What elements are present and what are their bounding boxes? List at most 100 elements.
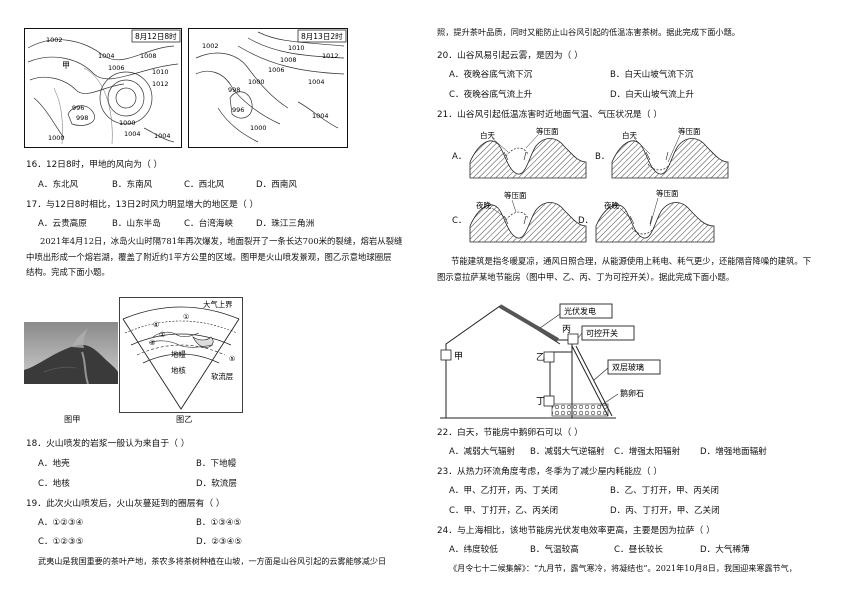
q16-option-b[interactable]: B．东南风 — [112, 180, 153, 190]
label-sphere-1: ① — [183, 313, 189, 321]
q18-option-b[interactable]: B．下地幔 — [196, 459, 237, 469]
valley-a-isobar-label: 等压面 — [536, 126, 559, 136]
q21-option-a[interactable]: A． — [452, 152, 467, 162]
valley-diagram-b[interactable]: 白天 等压面 — [610, 126, 730, 182]
q17-option-c[interactable]: C．台湾海峡 — [184, 219, 233, 229]
label-mantle: 地幔 — [171, 350, 186, 359]
map1-isobar-label: 1002 — [46, 36, 63, 44]
q18-option-d[interactable]: D．软流层 — [196, 479, 237, 489]
map2-isobar-label: 1008 — [280, 56, 297, 64]
map2-isobar-label: 1010 — [288, 44, 305, 52]
map1-isobar-label: 1006 — [108, 64, 125, 72]
q24-option-b[interactable]: B．气温较高 — [530, 545, 579, 555]
label-double-glass: 双层玻璃 — [612, 362, 644, 372]
valley-d-isobar-label: 等压面 — [656, 188, 679, 198]
valley-a-time-label: 白天 — [480, 130, 495, 140]
volcano-photo — [24, 322, 118, 384]
passage-cold-dew: 《月令七十二候集解》：“九月节，露气寒冷，将凝结也”。2021年10月8日，我国… — [449, 563, 797, 573]
switch-bing-label: 丙 — [562, 324, 571, 335]
valley-d-time-label: 夜晚 — [604, 200, 619, 210]
q24-option-c[interactable]: C．昼长较长 — [614, 545, 663, 555]
q23-option-b[interactable]: B．乙、丁打开，甲、丙关闭 — [610, 486, 720, 496]
map2-isobar-label: 1000 — [248, 78, 265, 86]
question-21: 21．山谷风引起低温冻害时近地面气温、气压状况是（ ） — [437, 110, 663, 120]
q21-option-b[interactable]: B． — [595, 152, 610, 162]
q16-option-c[interactable]: C．西北风 — [184, 180, 225, 190]
q24-option-d[interactable]: D．大气稀薄 — [700, 545, 750, 555]
map2-date-label: 8月13日2时 — [301, 31, 343, 41]
label-pebbles: 鹅卵石 — [620, 388, 644, 398]
map1-isobar-label: 998 — [76, 114, 88, 122]
q19-option-a[interactable]: A．①②③④ — [38, 518, 84, 528]
q21-option-c[interactable]: C． — [452, 216, 467, 226]
valley-b-isobar-label: 等压面 — [678, 126, 701, 136]
map1-isobar-label: 1004 — [98, 52, 115, 60]
q23-option-d[interactable]: D．丙、丁打开，甲、乙关闭 — [610, 506, 720, 516]
q23-option-a[interactable]: A．甲、乙打开，丙、丁关闭 — [449, 486, 559, 496]
q20-option-a[interactable]: A．夜晚谷底气流下沉 — [449, 70, 533, 80]
q22-option-b[interactable]: B．减弱大气逆辐射 — [530, 447, 605, 457]
passage-tea-continued: 照，提升茶叶品质，同时又能防止山谷风引起的低温冻害茶树。据此完成下面小题。 — [437, 27, 740, 37]
q18-option-c[interactable]: C．地核 — [38, 479, 70, 489]
q16-option-d[interactable]: D．西南风 — [256, 180, 297, 190]
passage-volcano: 2021年4月12日，冰岛火山时隔781年再次爆发，地面裂开了一条长达700米的… — [26, 234, 426, 281]
label-sphere-5: ⑤ — [229, 355, 235, 363]
q18-option-a[interactable]: A．地壳 — [38, 459, 70, 469]
valley-diagram-d[interactable]: 夜晚 等压面 — [594, 186, 716, 246]
switch-ding-label: 丁 — [536, 397, 545, 407]
q16-option-a[interactable]: A．东北风 — [38, 180, 79, 190]
map2-isobar-label: 1000 — [250, 124, 267, 132]
passage-energy-building: 节能建筑是指冬暖夏凉，通风日照合理，从能源使用上耗电、耗气更少，还能隔音降噪的建… — [437, 254, 847, 285]
question-17: 17．与12日8时相比，13日2时风力明显增大的地区是（ ） — [26, 200, 259, 210]
q20-option-c[interactable]: C．夜晚谷底气流上升 — [449, 90, 533, 100]
question-19: 19．此次火山喷发后，火山灰蔓延到的圈层有（ ） — [26, 499, 225, 509]
map2-isobar-label: 998 — [228, 86, 240, 94]
map2-isobar-label: 1012 — [322, 52, 339, 60]
map1-isobar-label: 1012 — [152, 80, 169, 88]
earth-sphere-diagram: 大气上界 ① ④ ② ③ 地幔 ⑤ 地核 软流层 — [119, 297, 243, 413]
q22-option-d[interactable]: D．增强地面辐射 — [700, 447, 767, 457]
q19-option-b[interactable]: B．①③④⑤ — [196, 518, 242, 528]
passage-line: 结构。完成下面小题。 — [26, 267, 110, 278]
valley-c-isobar-label: 等压面 — [504, 190, 527, 200]
label-sphere-3: ③ — [149, 339, 155, 347]
switch-yi-label: 乙 — [536, 352, 545, 363]
q23-option-c[interactable]: C．甲、丁打开，乙、丙关闭 — [449, 506, 559, 516]
question-24: 24．与上海相比，该地节能房光伏发电效率更高，主要是因为拉萨（ ） — [437, 526, 715, 536]
map2-isobar-label: 1006 — [268, 66, 285, 74]
map1-isobar-label: 1008 — [140, 52, 157, 60]
label-asthenosphere: 软流层 — [211, 372, 233, 381]
question-18: 18．火山喷发的岩浆一般认为来自于（ ） — [26, 439, 190, 449]
question-20: 20．山谷风易引起云雾，是因为（ ） — [437, 51, 583, 61]
q22-option-c[interactable]: C．增强太阳辐射 — [614, 447, 681, 457]
valley-diagram-a[interactable]: 白天 等压面 — [468, 126, 588, 182]
label-sphere-4: ④ — [153, 321, 159, 329]
q19-option-c[interactable]: C．①②③⑤ — [38, 537, 84, 547]
q17-option-d[interactable]: D．珠江三角洲 — [256, 219, 315, 229]
label-controllable-switch: 可控开关 — [586, 328, 618, 338]
q24-option-a[interactable]: A．纬度较低 — [449, 545, 498, 555]
map1-isobar-label: 1004 — [124, 130, 141, 138]
q20-option-d[interactable]: D．白天山坡气流上升 — [610, 90, 694, 100]
valley-b-time-label: 白天 — [622, 130, 637, 140]
q22-option-a[interactable]: A．减弱大气辐射 — [449, 447, 516, 457]
q17-option-b[interactable]: B．山东半岛 — [112, 219, 161, 229]
passage-tea-start: 武夷山是我国重要的茶叶产地，茶农多将茶树种植在山坡，一方面是山谷风引起的云雾能够… — [38, 556, 387, 566]
label-sphere-2: ② — [159, 331, 165, 339]
map1-isobar-label: 996 — [72, 104, 84, 112]
valley-diagram-c[interactable]: 夜晚 等压面 — [468, 190, 588, 246]
label-atmosphere-top: 大气上界 — [203, 300, 233, 309]
label-photovoltaic: 光伏发电 — [564, 306, 596, 316]
q17-option-a[interactable]: A．云贵高原 — [38, 219, 87, 229]
figure-yi-caption: 图乙 — [176, 414, 193, 424]
q20-option-b[interactable]: B．白天山坡气流下沉 — [610, 70, 694, 80]
q21-option-d[interactable]: D． — [578, 216, 594, 226]
q19-option-d[interactable]: D．②③④⑤ — [196, 537, 243, 547]
label-core: 地核 — [171, 366, 186, 375]
switch-jia-label: 甲 — [454, 351, 463, 362]
valley-c-time-label: 夜晚 — [476, 200, 491, 210]
map2-isobar-label: 1004 — [312, 112, 329, 120]
map1-isobar-label: 1010 — [152, 68, 169, 76]
question-23: 23．从热力环流角度考虑，冬季为了减少屋内耗能应（ ） — [437, 467, 663, 477]
passage-line: 图示意拉萨某地节能房（图中甲、乙、丙、丁为可控开关）。据此完成下面小题。 — [437, 271, 735, 282]
